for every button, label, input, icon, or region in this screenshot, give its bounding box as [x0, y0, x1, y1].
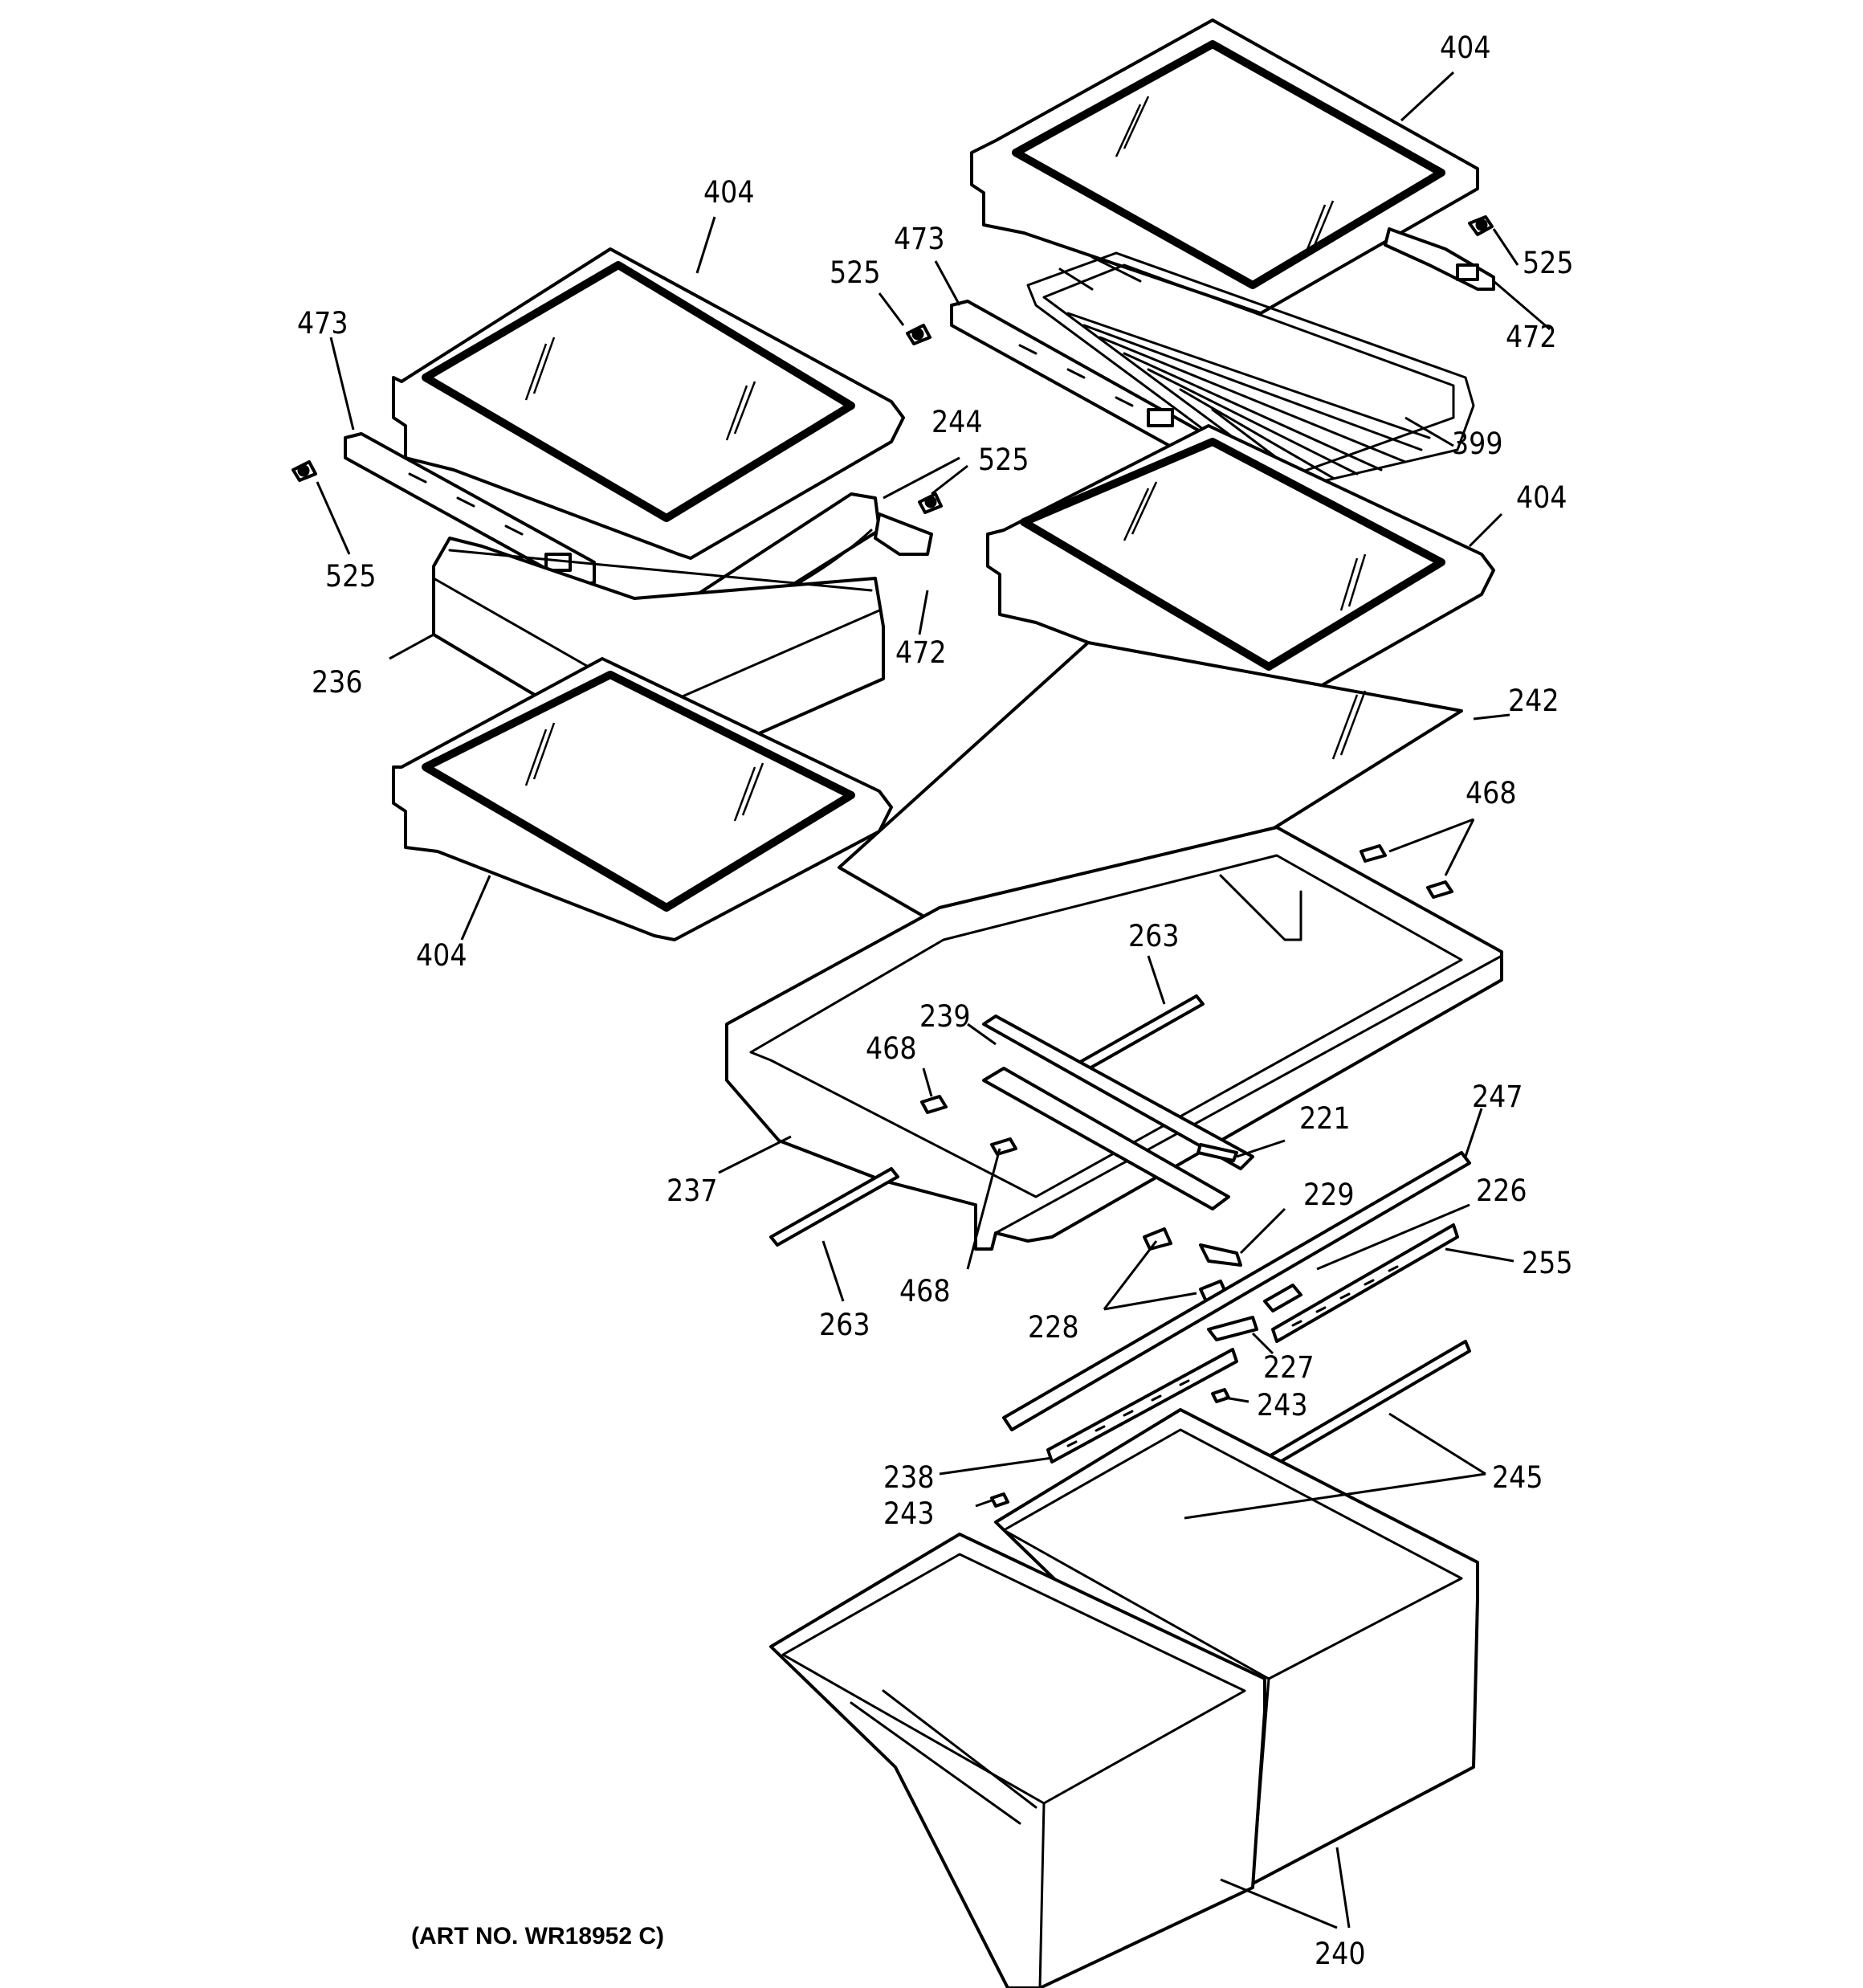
callout-472-left: 472: [895, 635, 947, 670]
callout-236: 236: [312, 665, 363, 700]
callout-404-left-bottom: 404: [416, 938, 467, 973]
tab-243-right: [1211, 1388, 1230, 1403]
callout-263-top: 263: [1128, 919, 1180, 953]
crisper-bar-247: [1002, 1151, 1471, 1431]
callout-labels: 404 404 473 525 525 472 473 244 525 399 …: [297, 31, 1574, 1971]
callout-468-right: 468: [1466, 776, 1517, 810]
callout-240: 240: [1315, 1937, 1366, 1971]
callout-226: 226: [1476, 1174, 1527, 1208]
callout-221: 221: [1299, 1101, 1351, 1136]
callout-399: 399: [1452, 427, 1503, 461]
lever-227-b: [1263, 1284, 1302, 1312]
glass-shelf-left-top: [392, 247, 905, 560]
screw-center-mid: [918, 492, 943, 514]
center-support: [982, 1014, 1254, 1210]
glass-shelf-left-bottom: [392, 657, 893, 941]
pad-left: [920, 1095, 948, 1114]
screw-left: [291, 460, 317, 482]
callout-525-mid: 525: [830, 255, 881, 290]
callout-245: 245: [1492, 1460, 1543, 1495]
tab-243-left: [990, 1492, 1009, 1508]
callout-404-left-top: 404: [703, 175, 755, 210]
strip-221: [1196, 1143, 1238, 1162]
pad-bottom: [990, 1137, 1017, 1156]
callout-525-center: 525: [978, 443, 1029, 477]
callout-525-right-top: 525: [1523, 246, 1574, 280]
callout-255: 255: [1522, 1246, 1573, 1280]
callout-238: 238: [883, 1460, 935, 1495]
leader-lines: [316, 71, 1551, 1929]
shelf-rail-right-top: [1384, 227, 1495, 291]
callout-404-top: 404: [1440, 31, 1491, 65]
screw-right-top: [1468, 215, 1494, 236]
callout-473-left: 473: [297, 306, 349, 341]
callout-239: 239: [919, 999, 971, 1034]
callout-228: 228: [1028, 1310, 1079, 1345]
crisper-frame: [725, 826, 1503, 1251]
callout-244: 244: [932, 405, 983, 439]
pad-right-bottom: [1426, 880, 1453, 899]
shelf-rail-center: [950, 300, 1206, 458]
clip-228-upper: [1143, 1227, 1172, 1251]
callout-229: 229: [1303, 1178, 1355, 1212]
callout-468-bottom: 468: [899, 1274, 951, 1308]
callout-472-right: 472: [1506, 320, 1557, 354]
callout-404-right-mid: 404: [1516, 480, 1567, 515]
callout-243-right: 243: [1257, 1388, 1308, 1423]
callout-525-left: 525: [325, 559, 377, 594]
shelf-rail-right-left: [874, 512, 933, 556]
callout-243-left: 243: [883, 1496, 935, 1531]
slide-rail-lower: [769, 1167, 899, 1247]
rack-255: [1271, 1223, 1459, 1343]
callout-468-left: 468: [866, 1031, 917, 1066]
callout-242: 242: [1508, 684, 1559, 718]
glass-shelf-top-right: [970, 18, 1479, 315]
callout-227: 227: [1263, 1350, 1315, 1385]
lever-227-a: [1207, 1316, 1258, 1341]
callout-473-right: 473: [894, 222, 945, 256]
art-number-note: (ART NO. WR18952 C): [411, 1923, 664, 1949]
callout-263-bottom: 263: [819, 1308, 870, 1342]
callout-247: 247: [1472, 1080, 1523, 1114]
lever-229: [1199, 1243, 1242, 1267]
crisper-drawer-left: [769, 1533, 1266, 1988]
pad-right-top: [1360, 844, 1387, 863]
screw-center-top: [906, 324, 932, 345]
callout-237: 237: [667, 1174, 718, 1208]
